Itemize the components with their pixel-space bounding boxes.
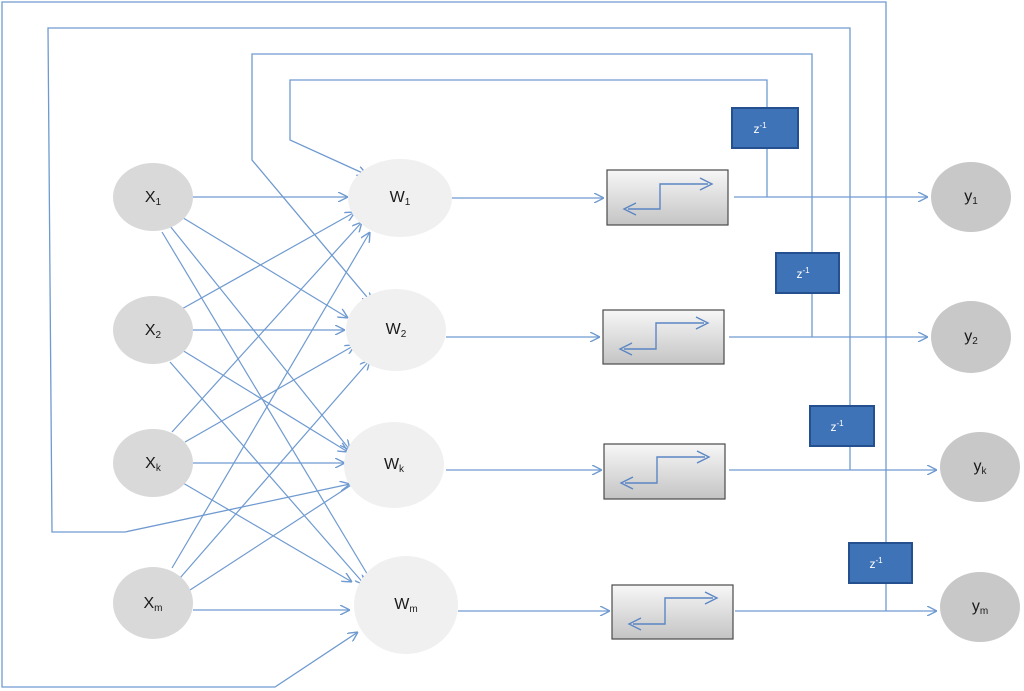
feedback-path-k (47, 27, 851, 533)
weight-label-wk: Wk (384, 456, 405, 475)
input-label-x2: X2 (145, 322, 162, 341)
activation-block-m (611, 584, 734, 640)
weight-label-wm: Wm (394, 596, 417, 615)
output-label-ym: ym (972, 598, 988, 617)
weight-layer: W1 W2 Wk Wm (344, 159, 458, 654)
output-layer: y1 y2 yk ym (931, 162, 1020, 642)
activation-block-1 (606, 169, 729, 226)
link-xk-w1 (171, 222, 362, 433)
link-xk-w2 (184, 345, 355, 443)
delay-block-k: z-1 (809, 405, 875, 447)
step-function-icon (619, 450, 711, 490)
link-x2-w1 (179, 212, 355, 311)
output-node-yk: yk (940, 432, 1020, 502)
delay-block-m: z-1 (848, 542, 913, 584)
input-layer: X1 X2 Xk Xm (113, 163, 193, 639)
delay-label-2: z-1 (796, 266, 810, 281)
output-node-y1: y1 (931, 162, 1011, 232)
activation-block-2 (602, 309, 725, 365)
output-node-y2: y2 (931, 301, 1011, 373)
delay-label-m: z-1 (869, 556, 883, 571)
delay-block-1: z-1 (731, 107, 799, 149)
step-function-icon (618, 316, 710, 356)
delay-layer: z-1 z-1 z-1 z-1 (731, 107, 913, 584)
input-weight-links (161, 197, 372, 610)
output-label-y1: y1 (964, 188, 978, 207)
step-function-icon (622, 177, 714, 216)
input-label-xk: Xk (145, 455, 162, 474)
input-node-xk: Xk (113, 429, 193, 497)
input-label-x1: X1 (145, 189, 162, 208)
link-xm-w2 (179, 360, 370, 579)
feedback-path-m (1, 1, 887, 688)
delay-label-k: z-1 (830, 419, 844, 434)
link-xm-w1 (171, 232, 370, 569)
step-function-icon (627, 591, 719, 631)
weight-label-w2: W2 (386, 321, 407, 340)
link-xm-wk (189, 478, 362, 591)
link-x1-wk (169, 225, 350, 450)
link-xk-wm (182, 482, 352, 582)
input-node-x1: X1 (113, 163, 193, 231)
weight-node-wm: Wm (354, 556, 458, 654)
input-node-x2: X2 (113, 296, 193, 364)
delay-label-1: z-1 (753, 121, 767, 136)
weight-node-w1: W1 (348, 159, 452, 237)
weight-node-wk: Wk (344, 422, 444, 508)
output-node-ym: ym (940, 572, 1020, 642)
delay-block-2: z-1 (775, 252, 840, 294)
output-label-y2: y2 (964, 328, 978, 347)
activation-layer (602, 169, 734, 640)
weight-node-w2: W2 (346, 289, 446, 371)
activation-block-k (603, 443, 726, 500)
input-node-xm: Xm (113, 567, 193, 639)
weight-label-w1: W1 (390, 189, 411, 208)
feedback-path-2 (251, 53, 813, 337)
forward-wires (446, 197, 937, 611)
output-label-yk: yk (974, 458, 988, 477)
link-x1-w2 (179, 215, 348, 318)
input-label-xm: Xm (143, 595, 162, 614)
link-x2-wk (181, 349, 348, 452)
